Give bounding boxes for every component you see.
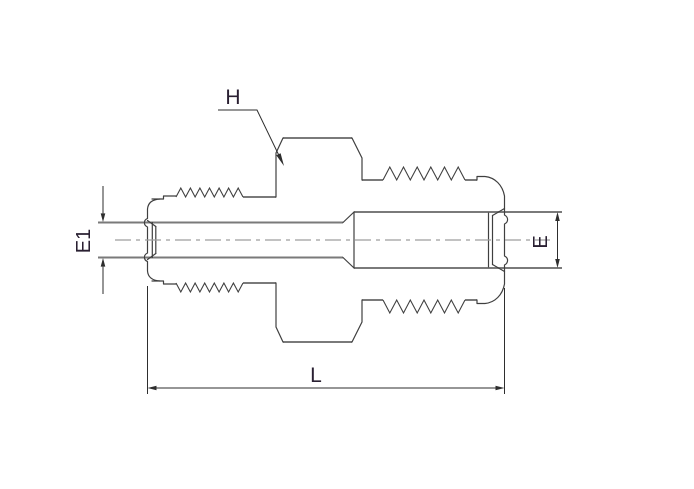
dim-h-leader — [218, 109, 279, 155]
left-cap-step-top — [151, 195, 177, 200]
right-cap-face — [476, 175, 509, 305]
left-flare-cone-bottom — [146, 252, 157, 261]
right-thread-bottom — [382, 298, 466, 315]
thread-profiles — [175, 165, 466, 315]
dim-e1-arrow-up — [100, 258, 106, 267]
right-flare-cone-top — [491, 207, 506, 217]
label-h: H — [225, 86, 240, 109]
right-flare-cone-bottom — [491, 263, 506, 273]
label-e1: E1 — [73, 229, 95, 253]
hex-left-edge-top — [275, 137, 284, 198]
main-outlines — [98, 137, 562, 343]
left-flare-cone-top — [146, 219, 157, 228]
left-thread-bottom — [175, 281, 244, 294]
dim-e-arrow-up — [555, 212, 560, 221]
dim-l-arrow-right — [495, 385, 505, 391]
left-thread-top — [175, 186, 244, 199]
hex-left-edge-bottom — [275, 282, 284, 343]
label-l: L — [310, 364, 322, 387]
bore-cone-top — [342, 211, 355, 224]
dimension-e: E — [530, 212, 560, 268]
hex-right-edge-top — [351, 137, 363, 181]
dimension-h: H — [218, 86, 284, 166]
hex-right-edge-bottom — [351, 299, 363, 343]
dim-e-arrow-down — [555, 259, 560, 268]
left-cap-step-bottom — [151, 280, 177, 285]
dim-l-arrow-left — [147, 385, 157, 391]
dimension-l: L — [147, 286, 505, 394]
dimension-e1: E1 — [73, 186, 106, 294]
dim-h-arrowhead — [276, 153, 284, 166]
dim-e1-arrow-down — [100, 213, 106, 222]
bore-cone-bottom — [342, 256, 355, 269]
label-e: E — [530, 235, 552, 248]
right-thread-top — [382, 165, 466, 182]
